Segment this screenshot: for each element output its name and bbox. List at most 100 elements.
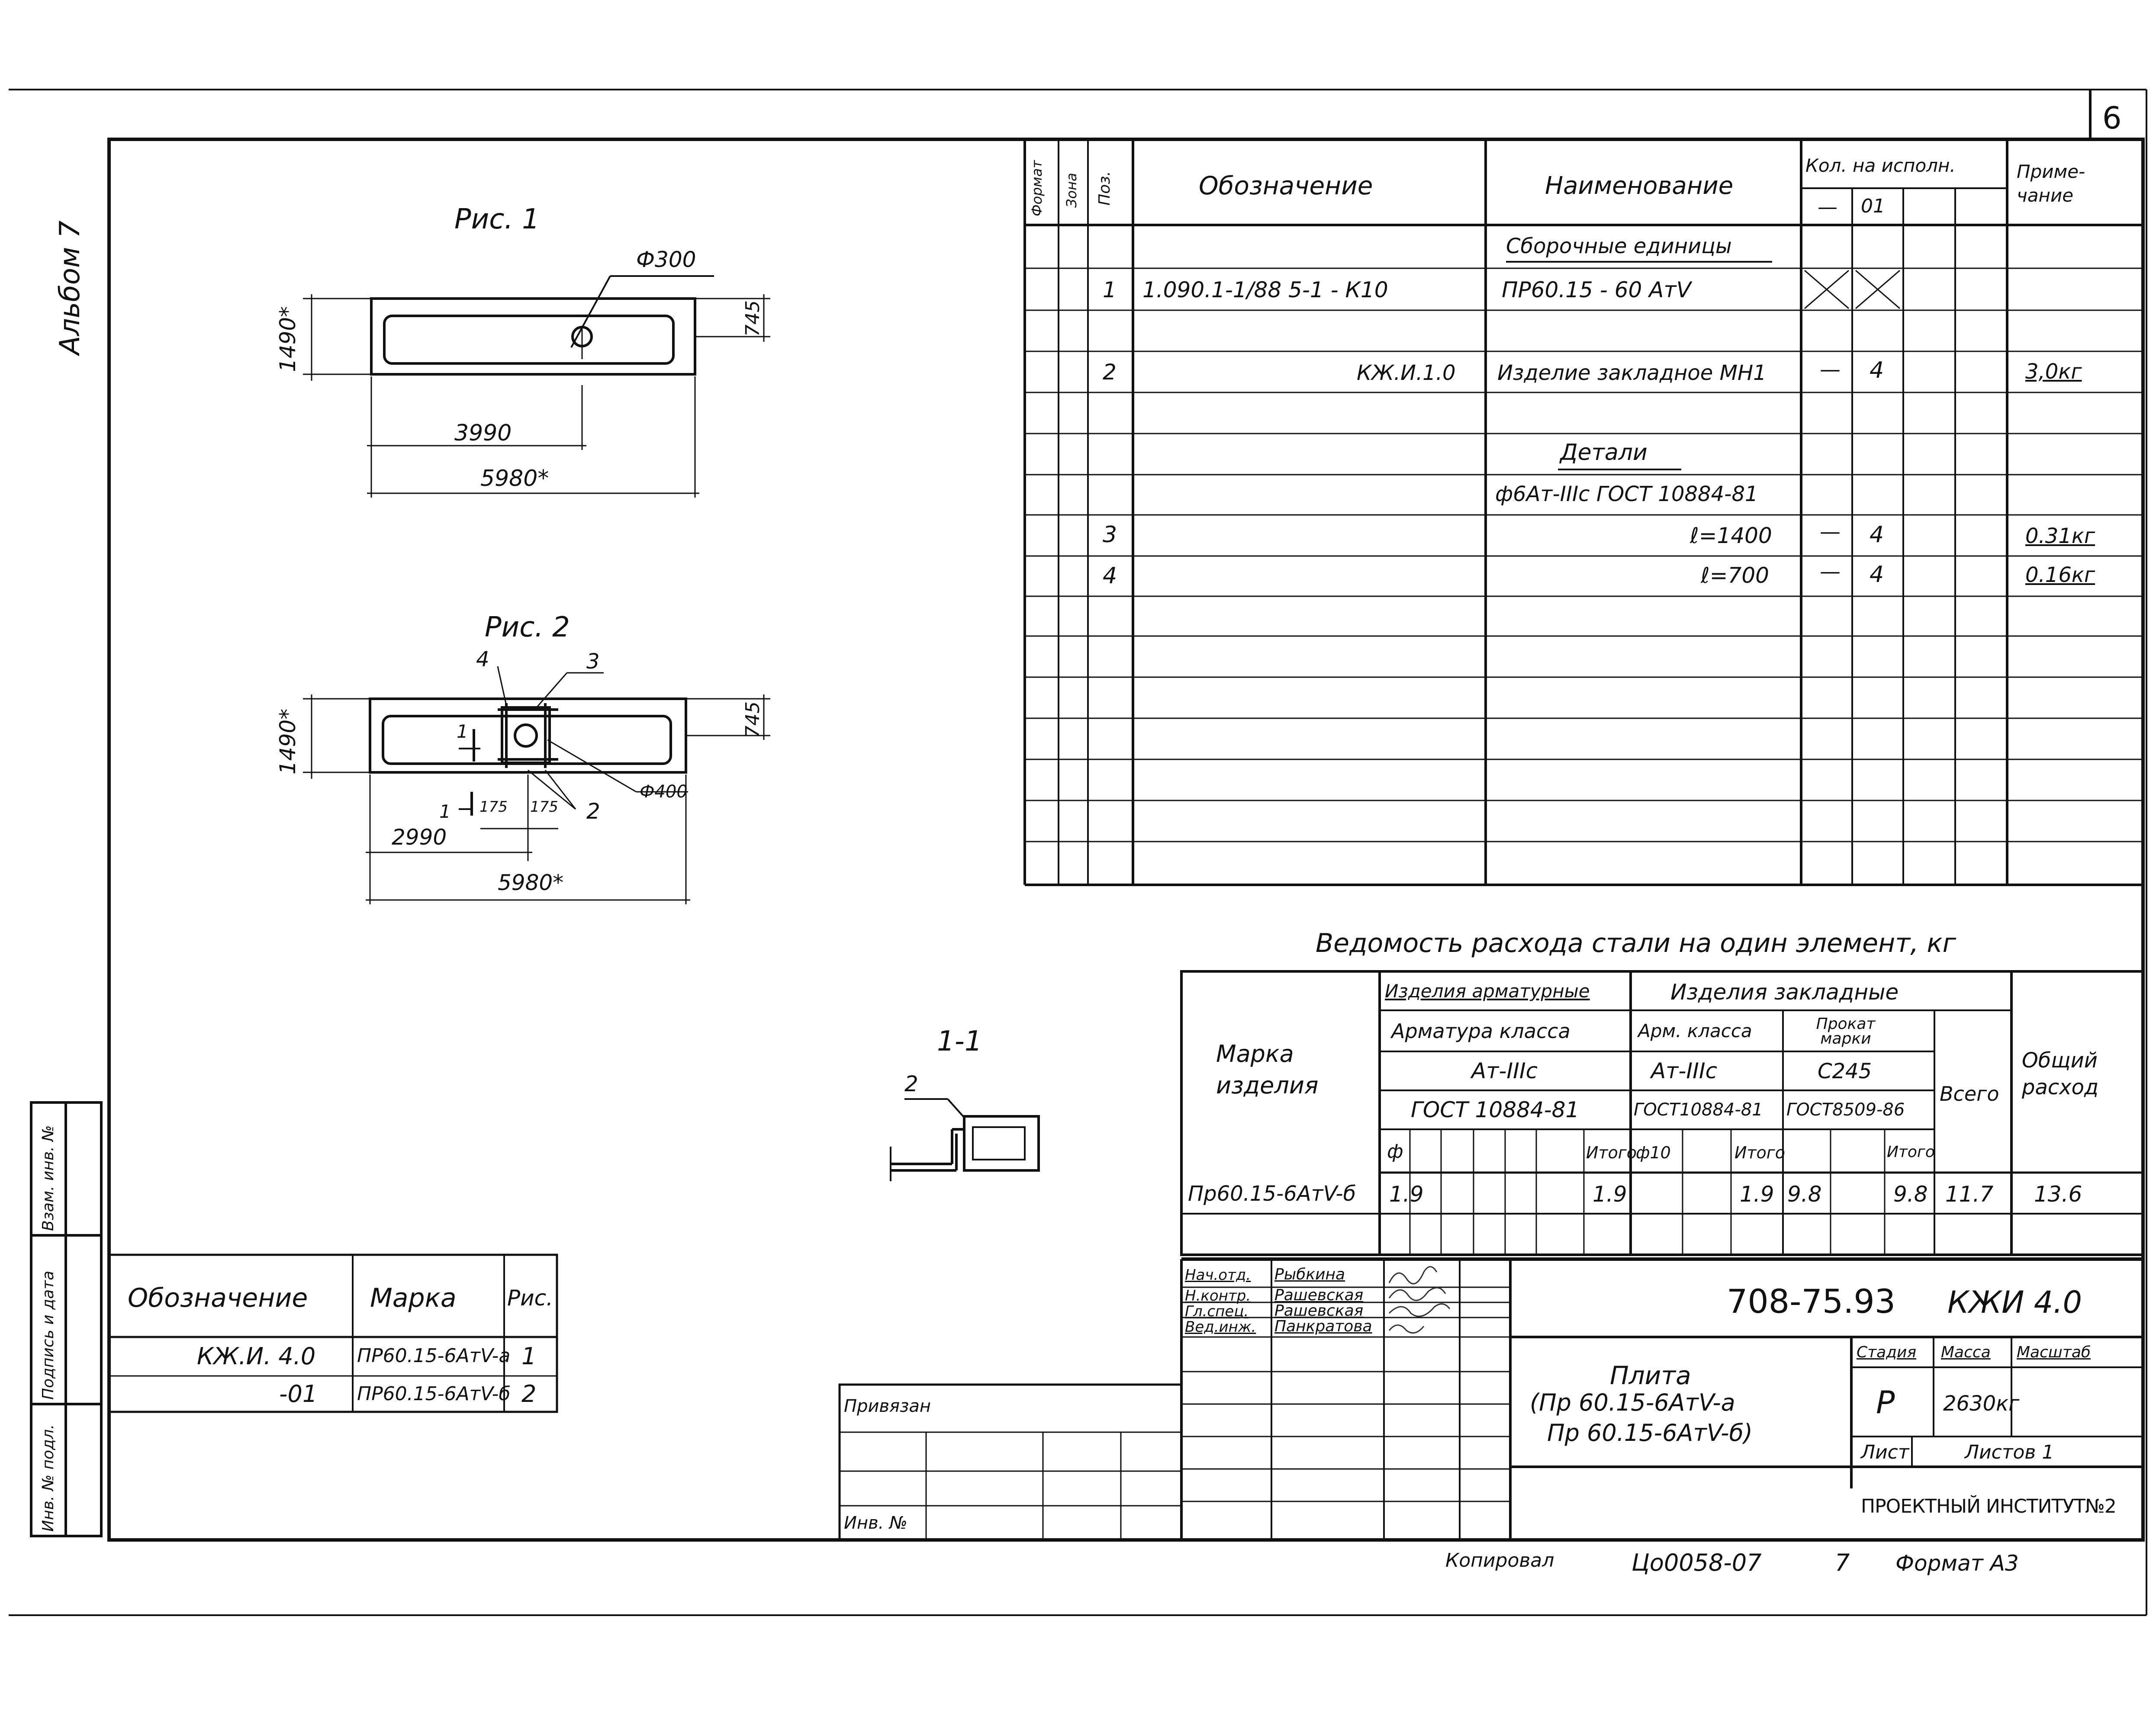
fig2-pos-a: 4 xyxy=(476,647,489,672)
spec-r0-name: Сборочные единицы xyxy=(1506,234,1732,258)
spec-h-qty-dash: — xyxy=(1818,195,1837,219)
fig2-half-height: 745 xyxy=(742,701,764,738)
strip-inv-orig: Инв. № подл. xyxy=(39,1424,57,1532)
section-title: 1-1 xyxy=(937,1025,982,1057)
variants-h-fig: Рис. xyxy=(507,1286,553,1311)
steel-rolled-gost: ГОСТ8509-86 xyxy=(1786,1100,1905,1120)
fig1-hole: Ф300 xyxy=(636,247,696,272)
fig2-dim-b: 175 xyxy=(530,798,558,816)
album-label: Альбом 7 xyxy=(54,220,86,355)
tb-mass: 2630кг xyxy=(1943,1392,2020,1416)
spec-h-note: Приме-чание xyxy=(2017,161,2085,206)
steel-overall: Общий расход xyxy=(2022,1048,2099,1100)
fig2-hole: Ф400 xyxy=(640,782,688,802)
steel-row-mark: Пр60.15-6АтV-б xyxy=(1188,1182,1356,1206)
variants-r1-designation: -01 xyxy=(279,1380,318,1408)
steel-rolled-total: Итого xyxy=(1887,1143,1935,1161)
variants-h-designation: Обозначение xyxy=(128,1283,308,1313)
steel-emb-class: Арм. класса xyxy=(1638,1020,1752,1041)
spec-r2-designation: КЖ.И.1.0 xyxy=(1357,361,1456,385)
spec-h-qty: Кол. на исполн. xyxy=(1805,155,1956,176)
fig2-height: 1490* xyxy=(275,708,300,775)
tb-stage-label: Стадия xyxy=(1857,1343,1917,1361)
tb-code: 708-75.93 xyxy=(1727,1282,1896,1321)
tb-mass-label: Масса xyxy=(1941,1343,1991,1361)
tb-staff-3-role: Вед.инж. xyxy=(1185,1318,1256,1336)
variants-r1-mark: ПР60.15-6АтV-б xyxy=(357,1383,511,1405)
spec-h-zone: Зона xyxy=(1063,173,1080,208)
fig2-offset: 2990 xyxy=(392,825,447,850)
section-pos: 2 xyxy=(904,1071,918,1096)
steel-row-rebar-total: 1.9 xyxy=(1593,1182,1627,1207)
spec-r6-name: ℓ=700 xyxy=(1701,563,1769,588)
footer-format: Формат А3 xyxy=(1895,1551,2019,1576)
steel-group-rebar: Изделия арматурные xyxy=(1385,980,1590,1002)
tb-staff-1-role: Н.контр. xyxy=(1185,1287,1251,1305)
spec-h-designation: Обозначение xyxy=(1199,171,1373,200)
spec-r2-q0: — xyxy=(1820,357,1841,382)
fig1-length: 5980* xyxy=(480,466,549,492)
fig2-dim-a: 175 xyxy=(479,798,508,816)
steel-emb-phi: ф10 xyxy=(1636,1143,1671,1162)
tb-sheets-label: Листов 1 xyxy=(1965,1441,2054,1463)
tb-staff-1-name: Рашевская xyxy=(1274,1286,1364,1304)
spec-r6-pos: 4 xyxy=(1103,563,1117,589)
spec-r6-q1: 4 xyxy=(1870,562,1884,588)
tb-doc: КЖИ 4.0 xyxy=(1947,1285,2082,1320)
tb-item-line1: (Пр 60.15-6АтV-а xyxy=(1530,1389,1735,1416)
fig2-pos-c: 2 xyxy=(586,799,600,824)
tb-org: ПРОЕКТНЫЙ ИНСТИТУТ№2 xyxy=(1861,1495,2117,1517)
spec-r2-note: 3,0кг xyxy=(2025,360,2082,384)
spec-r2-name: Изделие закладное МН1 xyxy=(1497,361,1767,385)
steel-emb-grade: Ат-IIIс xyxy=(1651,1058,1718,1083)
steel-rebar-class: Арматура класса xyxy=(1391,1019,1570,1043)
spec-r2-q1: 4 xyxy=(1870,357,1884,383)
variants-r0-fig: 1 xyxy=(521,1343,537,1370)
steel-emb-gost: ГОСТ10884-81 xyxy=(1634,1100,1763,1120)
steel-row-emb-total: 1.9 xyxy=(1740,1182,1774,1207)
footer-number: Цо0058-07 xyxy=(1631,1549,1762,1576)
fig2-length: 5980* xyxy=(498,870,564,895)
strip-replace-inv: Взам. инв. № xyxy=(39,1125,57,1231)
steel-group-embedded: Изделия закладные xyxy=(1670,980,1899,1005)
fig2-title: Рис. 2 xyxy=(485,611,570,643)
steel-title: Ведомость расхода стали на один элемент,… xyxy=(1316,928,1956,958)
steel-rolled: Прокат марки xyxy=(1816,1015,1876,1048)
steel-row-rolled-total: 9.8 xyxy=(1893,1182,1928,1207)
spec-r6-q0: — xyxy=(1820,559,1841,584)
fig1-title: Рис. 1 xyxy=(454,203,540,235)
tb-staff-2-name: Рашевская xyxy=(1274,1302,1364,1320)
steel-emb-total: Итого xyxy=(1734,1143,1786,1162)
tb-scale-label: Масштаб xyxy=(2017,1343,2091,1361)
tb-sheet-label: Лист xyxy=(1861,1441,1909,1463)
fig2-section-mark-bottom: 1 xyxy=(439,801,451,822)
tb-staff-0-name: Рыбкина xyxy=(1274,1266,1345,1283)
spec-r2-pos: 2 xyxy=(1103,360,1117,385)
steel-mark-header: Марка изделия xyxy=(1216,1040,1319,1099)
spec-h-format: Формат xyxy=(1029,160,1045,216)
steel-rebar-total: Итого xyxy=(1586,1143,1637,1162)
spec-r1-name: ПР60.15 - 60 АтV xyxy=(1502,277,1691,302)
fig1-height: 1490* xyxy=(275,306,300,372)
steel-row-rebar-phi: 1.9 xyxy=(1389,1182,1424,1207)
sheet-number: 6 xyxy=(2102,100,2122,136)
fig2-section-mark-top: 1 xyxy=(457,721,468,742)
tb-staff-0-role: Нач.отд. xyxy=(1185,1266,1251,1284)
fig2-pos-b: 3 xyxy=(586,649,600,674)
spec-r5-q0: — xyxy=(1820,520,1841,544)
bound-inv: Инв. № xyxy=(844,1513,907,1533)
variants-r0-designation: КЖ.И. 4.0 xyxy=(197,1343,316,1370)
steel-row-overall: 13.6 xyxy=(2034,1182,2082,1207)
steel-rolled-grade: С245 xyxy=(1818,1059,1872,1083)
steel-rebar-gost: ГОСТ 10884-81 xyxy=(1411,1097,1580,1122)
steel-all: Всего xyxy=(1940,1082,1999,1106)
tb-staff-3-name: Панкратова xyxy=(1274,1318,1372,1335)
spec-r5-name: ℓ=1400 xyxy=(1690,523,1772,548)
variants-h-mark: Марка xyxy=(370,1283,457,1313)
spec-r5-pos: 3 xyxy=(1103,522,1117,548)
spec-r1-designation: 1.090.1-1/88 5-1 - К10 xyxy=(1142,277,1388,302)
spec-r1-pos: 1 xyxy=(1103,277,1117,302)
variants-r1-fig: 2 xyxy=(521,1380,537,1408)
bound-label: Привязан xyxy=(844,1396,931,1416)
